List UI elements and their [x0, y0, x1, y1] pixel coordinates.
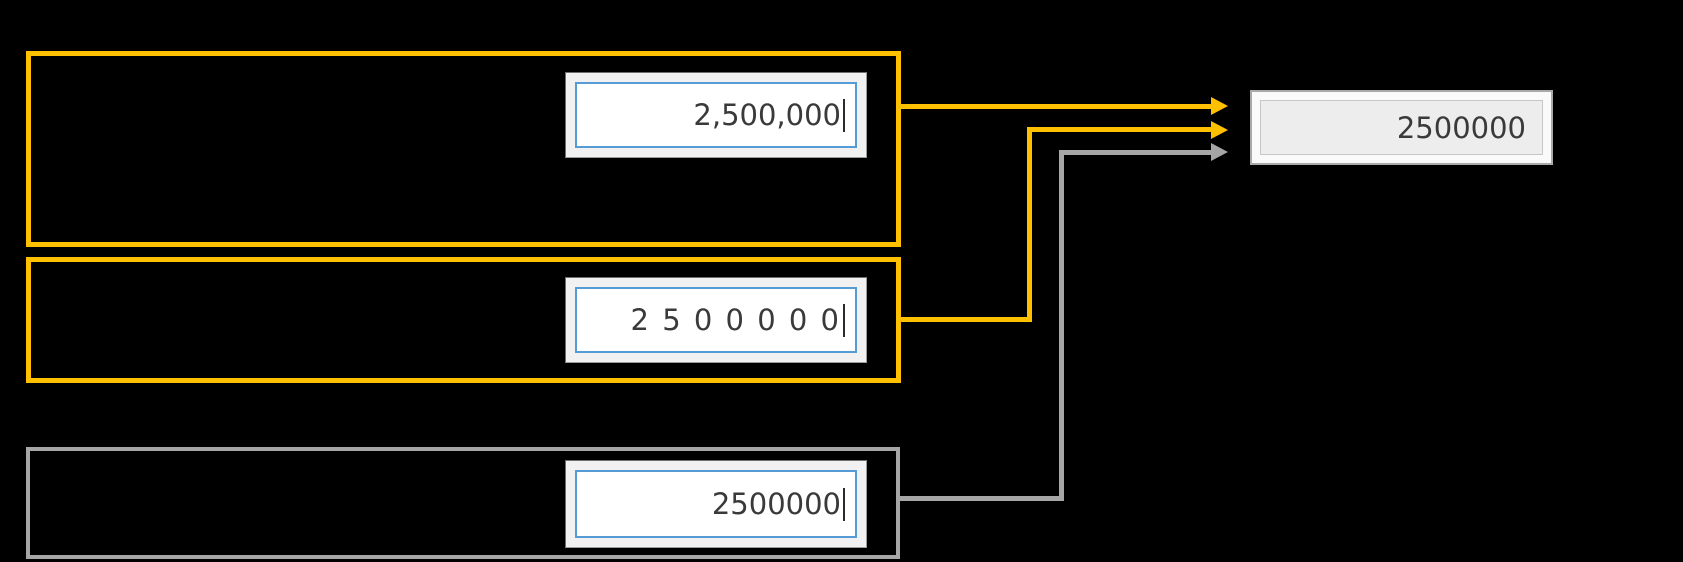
- input-widget-3: 2500000: [565, 460, 867, 548]
- connector-2-horizontal-lower: [897, 317, 1032, 322]
- connector-3-horizontal-lower: [896, 496, 1064, 501]
- output-widget: 2500000: [1250, 90, 1553, 165]
- input-widget-2: 2 5 0 0 0 0 0: [565, 277, 867, 363]
- input-value-1: 2,500,000: [693, 98, 841, 132]
- connector-3-horizontal-upper: [1059, 150, 1211, 155]
- text-caret: [843, 98, 845, 132]
- text-caret: [843, 303, 845, 337]
- number-input-2[interactable]: 2 5 0 0 0 0 0: [575, 287, 857, 353]
- arrowhead-3-icon: [1211, 143, 1228, 161]
- arrowhead-2-icon: [1211, 121, 1228, 139]
- arrowhead-1-icon: [1211, 97, 1228, 115]
- number-input-1[interactable]: 2,500,000: [575, 82, 857, 148]
- output-value: 2500000: [1396, 110, 1526, 145]
- highlight-box-3: [26, 447, 900, 559]
- readonly-output-field: 2500000: [1260, 100, 1543, 155]
- text-caret: [843, 487, 845, 521]
- connector-2-horizontal-upper: [1027, 127, 1211, 132]
- connector-3-vertical: [1059, 150, 1064, 501]
- input-widget-1: 2,500,000: [565, 72, 867, 158]
- input-value-2: 2 5 0 0 0 0 0: [630, 303, 841, 337]
- connector-2-vertical: [1027, 127, 1032, 322]
- connector-1-shaft: [897, 104, 1211, 109]
- input-value-3: 2500000: [711, 487, 841, 521]
- highlight-box-1: [26, 51, 901, 247]
- number-input-3[interactable]: 2500000: [575, 470, 857, 538]
